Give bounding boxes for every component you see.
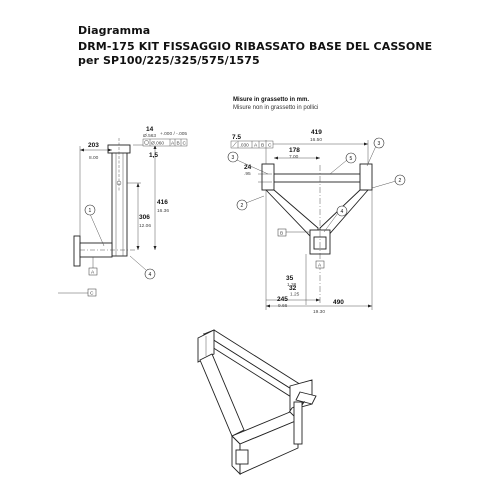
front-left-flange [261,163,275,191]
dim-419: 419 [311,129,322,136]
isometric-view [197,329,317,476]
dim-306: 306 [139,214,150,221]
callout-5: 5 [329,152,357,175]
side-tolerance-frame: Ø.060 A B C [142,138,188,147]
dim-35-in: 1.38 [287,282,297,288]
side-plate [73,235,81,267]
callout-3-right: 3 [366,137,385,167]
datum-B: B [280,231,283,237]
dim-14-in: Ø.563 [143,133,156,139]
svg-text:4: 4 [149,272,152,278]
svg-text:3: 3 [378,141,381,147]
dim-203-in: 8.00 [89,155,99,161]
dim-15: 1,5 [149,152,158,159]
front-top-bar [271,173,363,183]
fframe-A: A [254,143,258,149]
front-datum-A: A [318,263,322,269]
fframe-B: B [261,143,264,149]
dim-306-in: 12.06 [139,223,151,229]
callout-3-left: 3 [227,151,269,175]
svg-text:1: 1 [89,208,92,214]
frame-B: B [177,141,180,147]
dim-24: 24 [244,164,252,171]
dim-178-in: 7.00 [289,154,299,160]
dim-416-in: 16.36 [157,208,169,214]
callout-2-left: 2 [236,195,265,211]
dim-203: 203 [88,142,99,149]
iso-receiver-opening [235,449,249,465]
svg-text:4: 4 [341,209,344,215]
front-view: 419 16.50 178 7.00 7.5 .030 A B C [227,129,406,315]
dim-419-in: 16.50 [310,137,322,143]
mm-note: Misure in grassetto in mm. [233,97,310,103]
front-right-flange [359,163,373,191]
dim-14-tol: +.000 / -.005 [160,131,187,137]
kit-title: DRM-175 KIT FISSAGGIO RIBASSATO BASE DEL… [78,40,433,53]
callout-1: 1 [84,204,105,247]
dim-32: 32 [289,285,297,292]
inch-note: Misure non in grassetto in pollici [233,105,319,111]
dim-14: 14 [146,126,154,133]
frame-A: A [171,141,175,147]
dim-24-in: .95 [244,171,251,177]
callout-4-front: 4 [323,205,348,233]
side-view: Ø.060 A B C 203 8.00 14 Ø.563 +.000 / -.… [58,126,187,297]
dim-178: 178 [289,147,300,154]
dim-490-in: 19.30 [313,309,325,315]
dim-416: 416 [157,199,168,206]
dim-32-in: 1.25 [290,292,300,298]
diagram-title: Diagramma [78,24,151,37]
dim-35: 35 [286,275,294,282]
models-subtitle: per SP100/225/325/575/1575 [78,54,260,67]
dim-490: 490 [333,299,344,306]
svg-text:5: 5 [350,156,353,162]
callout-4-side: 4 [129,255,156,280]
datum-C: C [90,291,94,297]
dim-7-5: 7.5 [232,134,241,141]
frame-C: C [183,141,187,147]
side-tol-value: Ø.060 [151,141,164,147]
side-post [111,151,128,257]
front-tol-value: .030 [240,143,250,149]
callout-2-right: 2 [371,174,406,189]
svg-text:3: 3 [232,155,235,161]
front-tolerance-frame: .030 A B C [230,140,274,149]
iso-left-arm [199,353,245,437]
svg-text:2: 2 [241,203,244,209]
svg-text:2: 2 [399,178,402,184]
fframe-C: C [268,143,272,149]
iso-post [293,401,303,445]
datum-A: A [91,270,95,276]
dim-245: 245 [277,296,288,303]
